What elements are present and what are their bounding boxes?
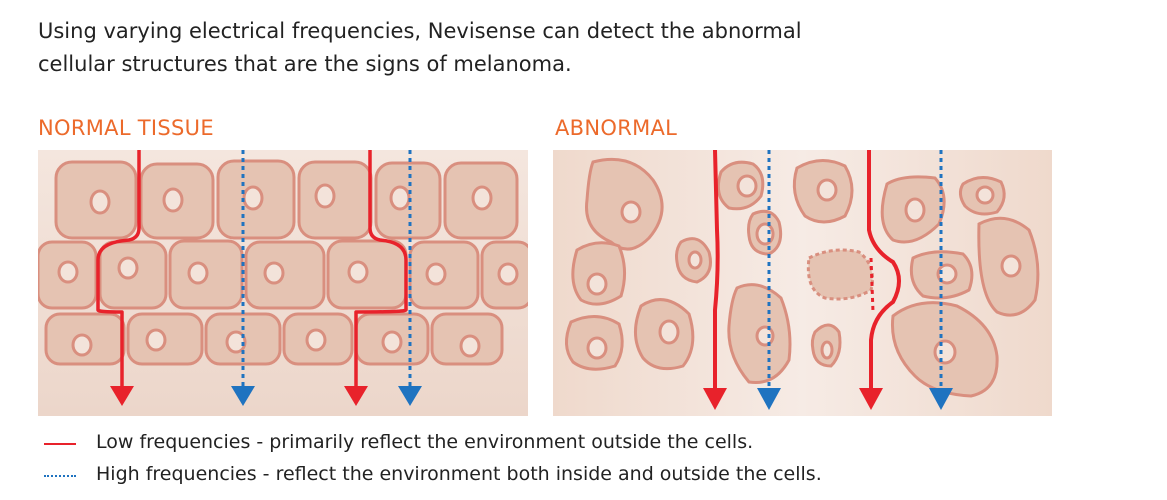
nucleus bbox=[187, 261, 209, 285]
nucleus bbox=[459, 334, 481, 358]
nucleus bbox=[1000, 254, 1022, 278]
low-frequency-path bbox=[713, 150, 720, 390]
legend-red-line-swatch bbox=[44, 443, 76, 445]
nucleus bbox=[755, 325, 775, 347]
low-frequency-path bbox=[867, 150, 901, 390]
abnormal-low-frequency-paths bbox=[713, 150, 901, 390]
nucleus bbox=[687, 250, 703, 270]
nucleus bbox=[71, 333, 93, 357]
cell bbox=[297, 160, 373, 240]
intro-line-2: cellular structures that are the signs o… bbox=[38, 52, 572, 76]
nucleus bbox=[658, 319, 680, 345]
nucleus bbox=[389, 185, 411, 211]
low-frequency-arrowhead bbox=[859, 388, 883, 410]
abnormal-high-frequency-arrowheads bbox=[757, 388, 953, 410]
nucleus bbox=[904, 197, 926, 223]
legend-high-frequency-text: High frequencies - reflect the environme… bbox=[96, 463, 822, 485]
nucleus bbox=[471, 185, 493, 211]
abnormal-tissue-diagram bbox=[553, 150, 1052, 416]
nucleus bbox=[305, 328, 327, 352]
abnormal-high-frequency-paths bbox=[767, 150, 943, 390]
low-frequency-path bbox=[354, 150, 408, 388]
normal-low-frequency-paths bbox=[96, 150, 408, 388]
nucleus bbox=[820, 340, 834, 360]
damaged-cell bbox=[806, 248, 874, 301]
nucleus bbox=[755, 222, 775, 246]
normal-nuclei bbox=[57, 183, 519, 358]
nucleus bbox=[145, 328, 167, 352]
low-frequency-arrowhead bbox=[703, 388, 727, 410]
high-frequency-arrowhead bbox=[398, 386, 422, 406]
low-frequency-path bbox=[96, 150, 141, 388]
abnormal-nuclei bbox=[586, 174, 1022, 365]
nucleus bbox=[620, 200, 642, 224]
legend-low-frequency-text: Low frequencies - primarily reflect the … bbox=[96, 431, 754, 453]
abnormal-tissue-title: ABNORMAL bbox=[555, 116, 678, 140]
normal-tissue-title: NORMAL TISSUE bbox=[38, 116, 214, 140]
legend-low-frequency: Low frequencies - primarily reflect the … bbox=[44, 431, 944, 459]
legend-blue-dotted-swatch bbox=[44, 475, 76, 477]
legend-high-frequency: High frequencies - reflect the environme… bbox=[44, 463, 944, 491]
nucleus bbox=[347, 260, 369, 284]
abnormal-low-frequency-arrowheads bbox=[703, 388, 883, 410]
nucleus bbox=[975, 185, 995, 205]
nucleus bbox=[425, 262, 447, 286]
nucleus bbox=[89, 189, 111, 215]
nucleus bbox=[263, 261, 285, 285]
intro-text: Using varying electrical frequencies, Ne… bbox=[38, 15, 938, 81]
high-frequency-arrowhead bbox=[929, 388, 953, 410]
nucleus bbox=[586, 336, 608, 360]
high-frequency-arrowhead bbox=[231, 386, 255, 406]
nucleus bbox=[816, 178, 838, 202]
nucleus bbox=[162, 187, 184, 213]
nucleus bbox=[736, 174, 758, 198]
nucleus bbox=[57, 260, 79, 284]
nucleus bbox=[117, 256, 139, 280]
nucleus bbox=[314, 183, 336, 209]
nucleus bbox=[225, 330, 247, 354]
high-frequency-arrowhead bbox=[757, 388, 781, 410]
normal-tissue-diagram bbox=[38, 150, 528, 416]
nucleus bbox=[242, 185, 264, 211]
low-frequency-leak-path bbox=[869, 257, 875, 313]
normal-cells bbox=[38, 159, 528, 366]
nucleus bbox=[933, 339, 957, 365]
low-frequency-arrowhead bbox=[110, 386, 134, 406]
normal-low-frequency-arrowheads bbox=[110, 386, 368, 406]
nucleus bbox=[586, 272, 608, 296]
intro-line-1: Using varying electrical frequencies, Ne… bbox=[38, 19, 802, 43]
nucleus bbox=[497, 262, 519, 286]
normal-high-frequency-arrowheads bbox=[231, 386, 422, 406]
low-frequency-arrowhead bbox=[344, 386, 368, 406]
cell bbox=[244, 240, 326, 310]
nucleus bbox=[381, 330, 403, 354]
